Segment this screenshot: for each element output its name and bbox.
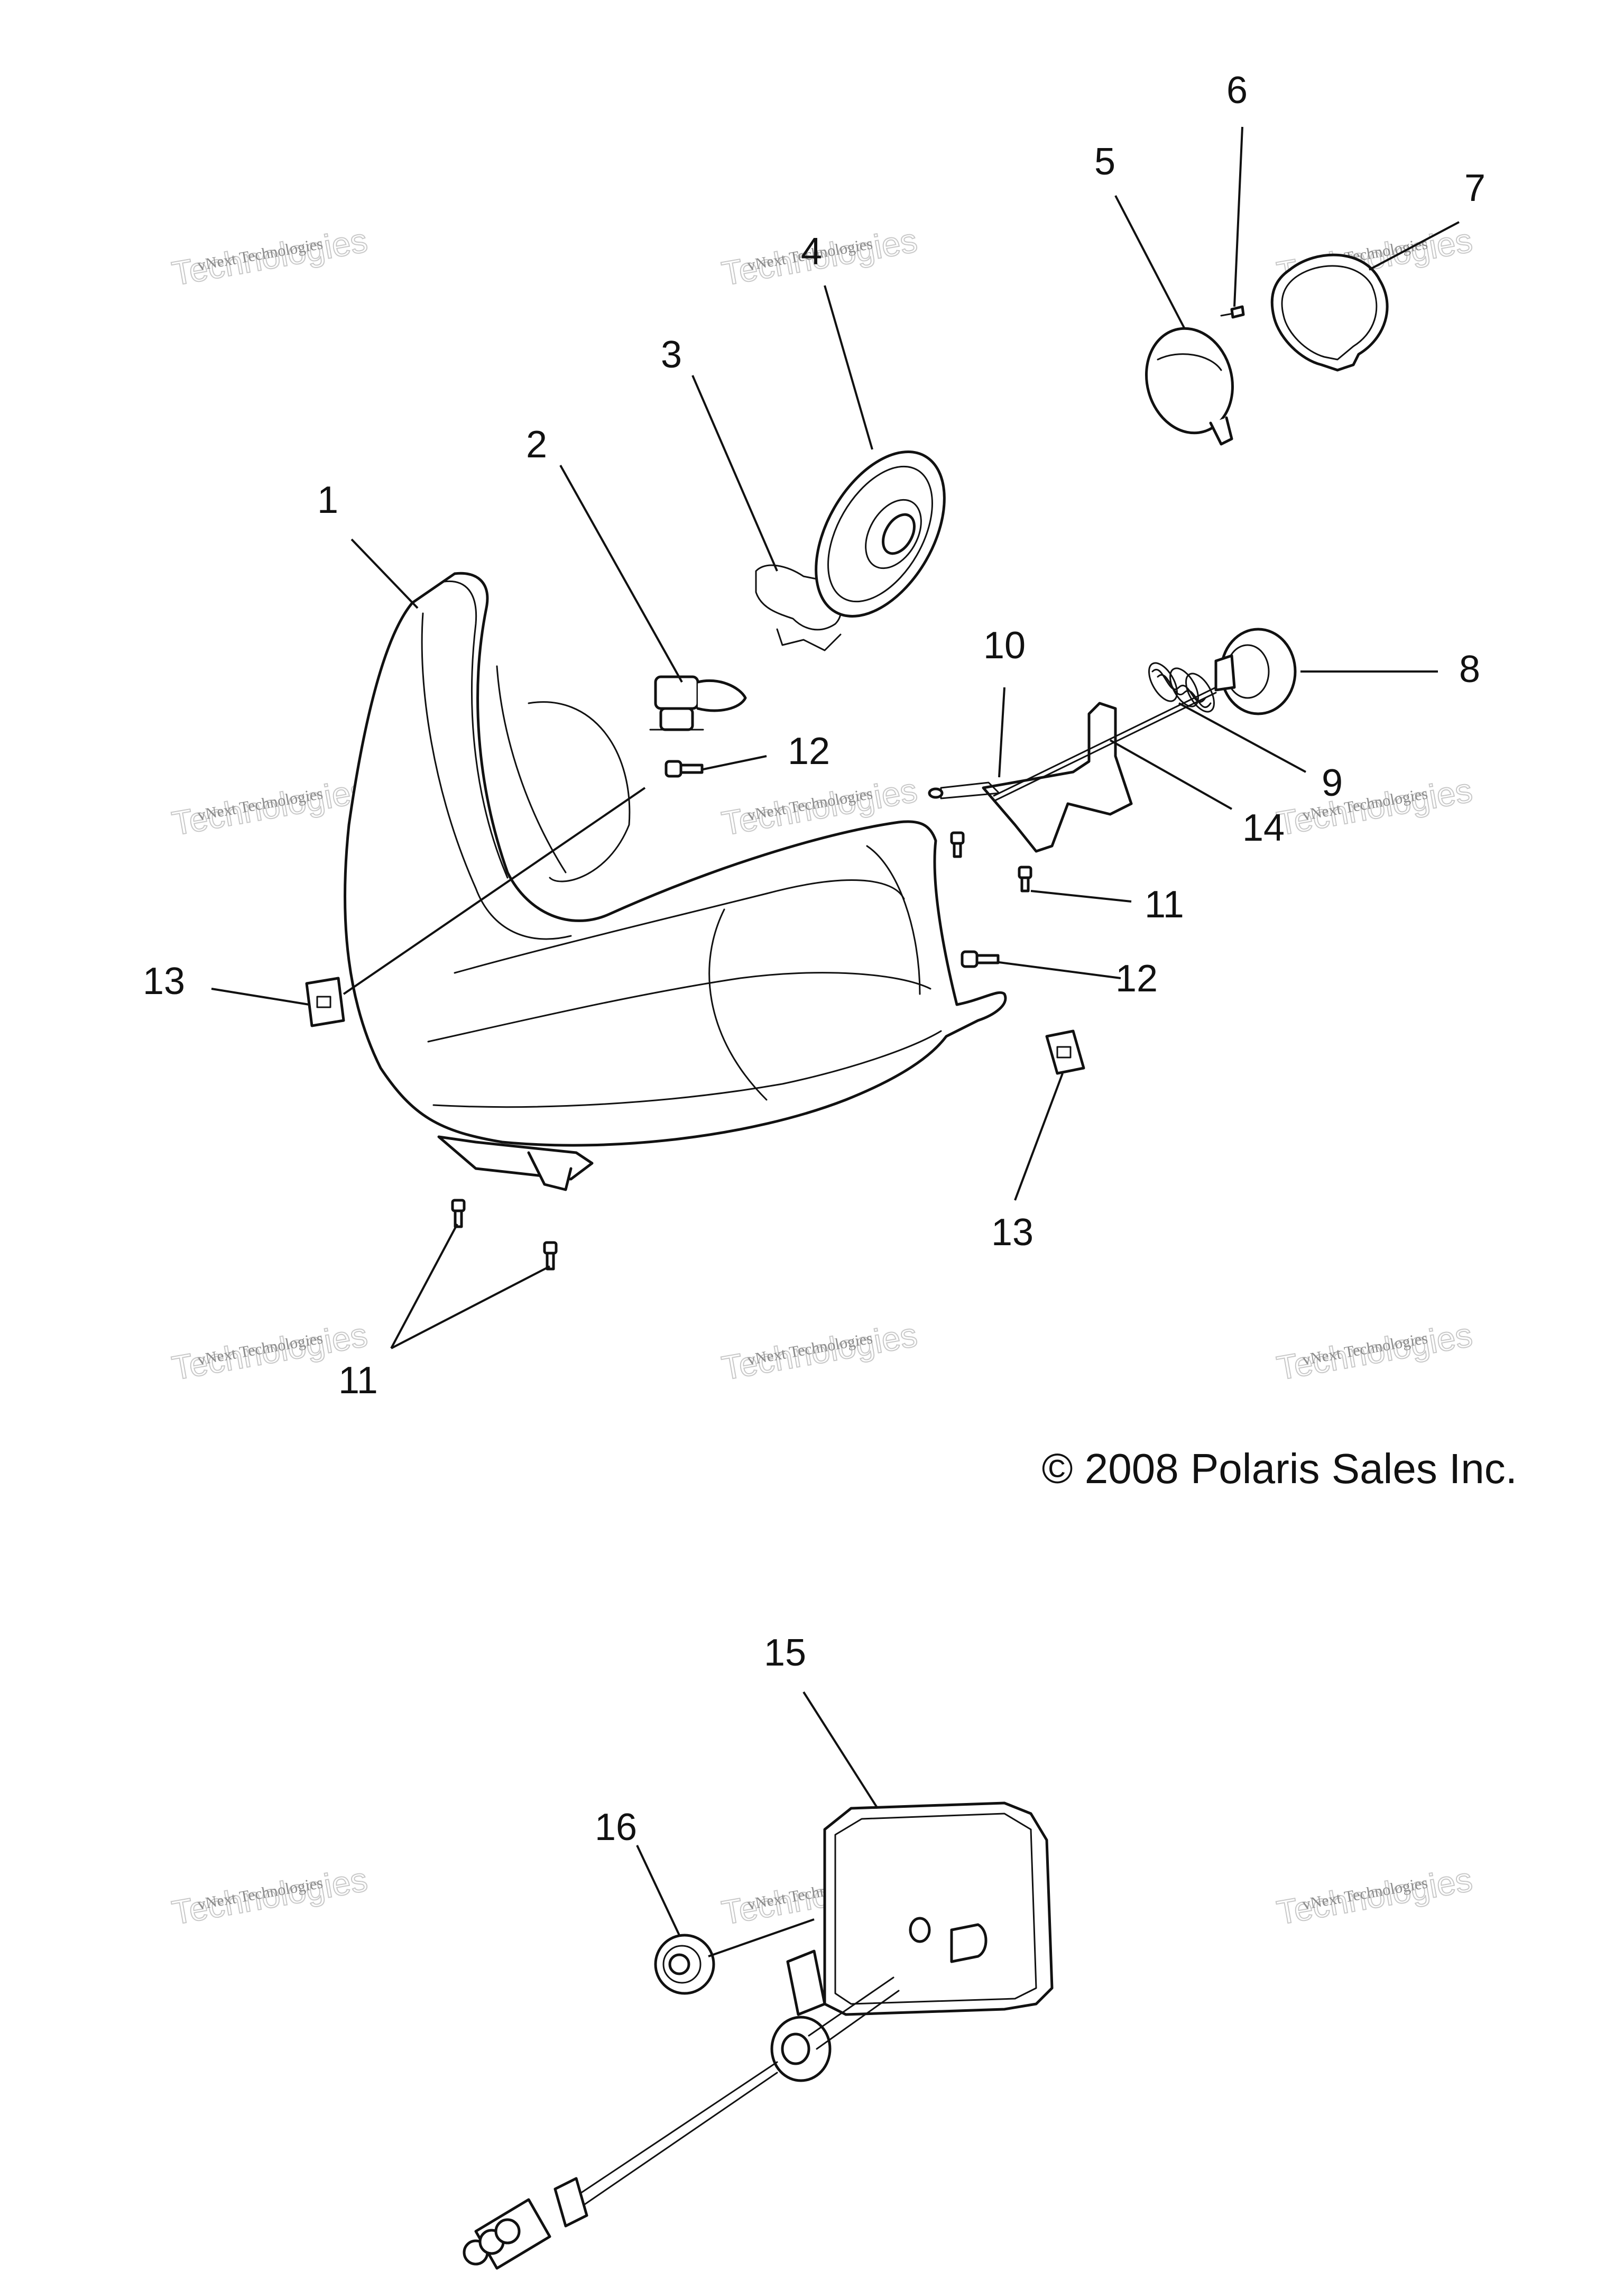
callout-12a: 12 — [788, 730, 830, 772]
screw-11a — [950, 831, 965, 858]
callout-10: 10 — [983, 624, 1026, 667]
headlight-housing — [344, 572, 1007, 1191]
adjuster-knob — [1214, 628, 1297, 715]
callout-12b: 12 — [1115, 958, 1158, 1000]
dome-lens — [1145, 327, 1234, 446]
screw-11d — [543, 1241, 558, 1271]
callout-14: 14 — [1242, 807, 1285, 849]
bolts-12 — [665, 760, 1000, 968]
leader-lines — [211, 126, 1460, 1957]
callout-15: 15 — [764, 1632, 806, 1674]
screws-11 — [451, 831, 1032, 1271]
clips-13 — [305, 977, 1085, 1075]
clip-13b — [1045, 1029, 1085, 1075]
reflector-seal — [815, 450, 946, 618]
callout-3: 3 — [661, 334, 682, 376]
screw-11c — [451, 1199, 466, 1228]
copyright-text: © 2008 Polaris Sales Inc. — [1042, 1445, 1517, 1492]
callout-1: 1 — [317, 479, 338, 521]
bulb — [649, 675, 747, 731]
clip-13a — [305, 977, 345, 1027]
grommet — [654, 1934, 715, 1995]
adjuster-bracket — [928, 686, 1217, 853]
retaining-clip — [755, 564, 842, 651]
callout-2: 2 — [526, 424, 547, 466]
callout-7: 7 — [1464, 167, 1485, 209]
callout-13a: 13 — [143, 960, 185, 1002]
bolt-12b — [961, 950, 1000, 968]
callout-16: 16 — [595, 1806, 637, 1848]
callout-4: 4 — [801, 231, 822, 273]
callout-8: 8 — [1459, 648, 1480, 691]
callout-6: 6 — [1226, 69, 1248, 112]
gasket — [1270, 253, 1389, 372]
callout-5: 5 — [1094, 141, 1115, 183]
callout-9: 9 — [1322, 762, 1343, 804]
wire-harness — [463, 1976, 900, 2270]
callout-numbers: 1 2 3 4 5 6 7 8 9 10 11 11 12 12 13 13 1… — [143, 69, 1485, 1848]
taillight-housing — [786, 1801, 1054, 2016]
small-screw — [1220, 305, 1245, 319]
callout-11a: 11 — [1145, 884, 1184, 926]
bolt-12a — [665, 760, 704, 778]
screw-11b — [1018, 866, 1032, 893]
spring — [1148, 662, 1215, 713]
callout-13b: 13 — [991, 1211, 1034, 1254]
callout-11b: 11 — [338, 1359, 378, 1402]
